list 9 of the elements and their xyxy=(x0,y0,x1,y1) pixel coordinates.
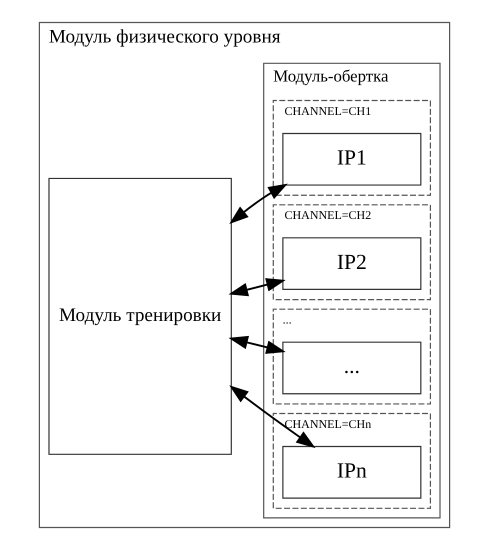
arrow xyxy=(228,278,286,296)
node-box: ... xyxy=(282,342,422,394)
node-box: IP1 xyxy=(282,132,422,186)
arrow xyxy=(229,385,316,448)
node-box: IP2 xyxy=(282,237,422,290)
node-box: Модуль тренировки xyxy=(48,178,232,455)
arrow xyxy=(228,336,286,354)
arrow xyxy=(229,184,288,224)
node-box: IPn xyxy=(282,446,422,499)
